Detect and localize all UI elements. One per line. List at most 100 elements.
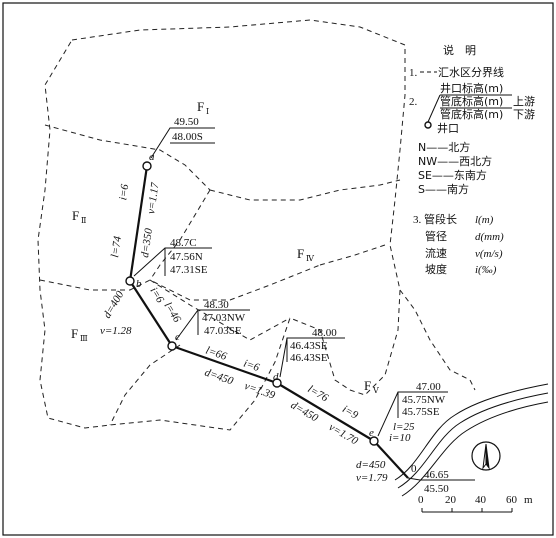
seg-e0-d: d=450 xyxy=(356,459,386,471)
scale-bar: 0 20 40 60 m xyxy=(418,494,533,513)
river-bank-1 xyxy=(394,383,549,481)
elev-a-top: 49.50 xyxy=(174,116,199,128)
area-label-f3: F xyxy=(71,326,78,341)
manhole-a[interactable] xyxy=(142,161,152,171)
elev-e-mid: 45.75NW xyxy=(402,394,446,406)
node-label-e: e xyxy=(369,427,374,439)
boundary-f5-right xyxy=(319,244,386,266)
area-label-f1: F xyxy=(197,99,204,114)
elevation-callout-outlet: 46.65 45.50 xyxy=(407,469,475,495)
legend-item3-num: 3. xyxy=(413,214,422,226)
legend-item3-l: 管段长 xyxy=(424,212,457,226)
river-bank-3 xyxy=(401,401,549,497)
area-sub-f3: Ⅲ xyxy=(80,334,88,343)
elev-c-top: 48.30 xyxy=(204,299,229,311)
legend-dir-s: S——南方 xyxy=(418,182,469,196)
legend-item2-top: 井口标高(m) xyxy=(440,81,503,95)
scale-label-40: 40 xyxy=(475,494,487,506)
seg-e0-l: l=25 xyxy=(393,421,415,433)
area-sub-f1: Ⅰ xyxy=(206,107,209,116)
seg-de-v: v=1.70 xyxy=(327,421,361,447)
manhole-c[interactable] xyxy=(167,341,177,351)
area-label-f2: F xyxy=(72,208,79,223)
elevation-callout-c: 48.30 47.03NW 47.03SE xyxy=(175,299,250,341)
scale-unit: m xyxy=(524,494,533,506)
legend-dir-se: SE——东南方 xyxy=(418,168,487,182)
seg-bc-d: d=400 xyxy=(101,289,126,321)
pipe-segment-c-d xyxy=(171,344,278,385)
area-sub-f5: Ⅴ xyxy=(372,386,379,395)
legend-well-symbol xyxy=(424,121,432,129)
seg-ab-i: i=6 xyxy=(117,183,131,201)
seg-cd-i: i=6 xyxy=(242,358,261,375)
elevation-callout-a: 49.50 48.00S xyxy=(150,116,215,159)
node-label-c: c xyxy=(175,331,180,343)
legend-item2-bot: 管底标高(m) xyxy=(440,107,503,121)
boundary-f3-inner xyxy=(109,344,181,426)
elev-e-top: 47.00 xyxy=(416,381,441,393)
node-label-outlet: 0 xyxy=(411,463,417,475)
seg-bc-i: i=6 xyxy=(147,285,166,305)
legend-item3-d-sym: d(mm) xyxy=(475,231,504,243)
pipeline xyxy=(128,165,409,479)
scale-label-60: 60 xyxy=(506,494,518,506)
elev-b-top: 48.7C xyxy=(170,237,197,249)
legend-item3-v: 流速 xyxy=(425,246,447,260)
pipe-segment-b-c xyxy=(129,280,173,347)
manholes xyxy=(125,161,379,446)
manhole-d[interactable] xyxy=(272,378,282,388)
segment-a-b-labels-right: d=350 v=1.17 xyxy=(139,181,161,258)
elev-b-bottom: 47.31SE xyxy=(170,264,208,276)
legend-leader xyxy=(427,94,441,123)
boundary-f2-f3 xyxy=(39,264,321,301)
seg-ab-l: l=74 xyxy=(109,235,124,258)
legend-item3-i: 坡度 xyxy=(425,262,447,276)
river-bank-2 xyxy=(397,392,549,489)
area-sub-f2: Ⅱ xyxy=(81,216,86,225)
legend-item3-i-sym: i(‰) xyxy=(475,264,497,276)
area-sub-f4: Ⅳ xyxy=(306,254,315,263)
seg-e0-i: i=10 xyxy=(389,432,411,444)
legend-item2-mid-suffix: 上游 xyxy=(513,95,535,108)
legend-item3-d: 管径 xyxy=(425,229,447,243)
boundary-f4-f5 xyxy=(399,289,476,391)
pipe-segment-e-0 xyxy=(373,440,409,479)
scale-label-0: 0 xyxy=(418,494,424,506)
boundary-f1-f4 xyxy=(209,179,401,201)
seg-e0-v: v=1.79 xyxy=(356,472,388,484)
legend-title: 说 明 xyxy=(443,43,476,57)
legend-item1-text: 汇水区分界线 xyxy=(438,65,504,79)
legend-item2-mid: 管底标高(m) xyxy=(440,94,503,108)
manhole-e[interactable] xyxy=(369,436,379,446)
seg-cd-d: d=450 xyxy=(203,366,235,387)
legend-dir-n: N——北方 xyxy=(418,140,470,154)
elev-e-bottom: 45.75SE xyxy=(402,406,440,418)
elev-d-bottom: 46.43SE xyxy=(290,352,328,364)
legend: 说 明 1. 汇水区分界线 2. 井口标高(m) 管底标高(m) 上游 管底标高… xyxy=(409,43,535,276)
elev-a-bottom: 48.00S xyxy=(172,131,203,143)
seg-bc-v: v=1.28 xyxy=(100,325,132,337)
catchment-boundaries xyxy=(37,19,476,431)
pipe-segment-d-e xyxy=(276,382,375,442)
segment-b-c-labels-lower: d=400 xyxy=(101,289,126,321)
elevation-callout-b: 48.7C 47.56N 47.31SE xyxy=(133,237,212,277)
elevation-callout-e: 47.00 45.75NW 45.75SE xyxy=(377,381,448,437)
area-label-f4: F xyxy=(297,246,304,261)
seg-bc-l: l=46 xyxy=(161,300,183,325)
seg-ab-v: v=1.17 xyxy=(145,181,161,214)
leader-a xyxy=(150,127,215,159)
legend-item2-num: 2. xyxy=(409,96,418,108)
scale-label-20: 20 xyxy=(445,494,457,506)
leader-outlet xyxy=(407,477,475,481)
seg-de-i: i=9 xyxy=(340,403,360,422)
elev-c-bottom: 47.03SE xyxy=(204,325,242,337)
seg-ab-d: d=350 xyxy=(139,227,155,258)
river xyxy=(394,383,549,497)
segment-c-d-labels-lower: d=450 v=1.39 xyxy=(203,366,277,401)
north-arrow-icon xyxy=(471,441,501,471)
manhole-b[interactable] xyxy=(125,276,135,286)
seg-cd-l: l=66 xyxy=(204,344,229,363)
